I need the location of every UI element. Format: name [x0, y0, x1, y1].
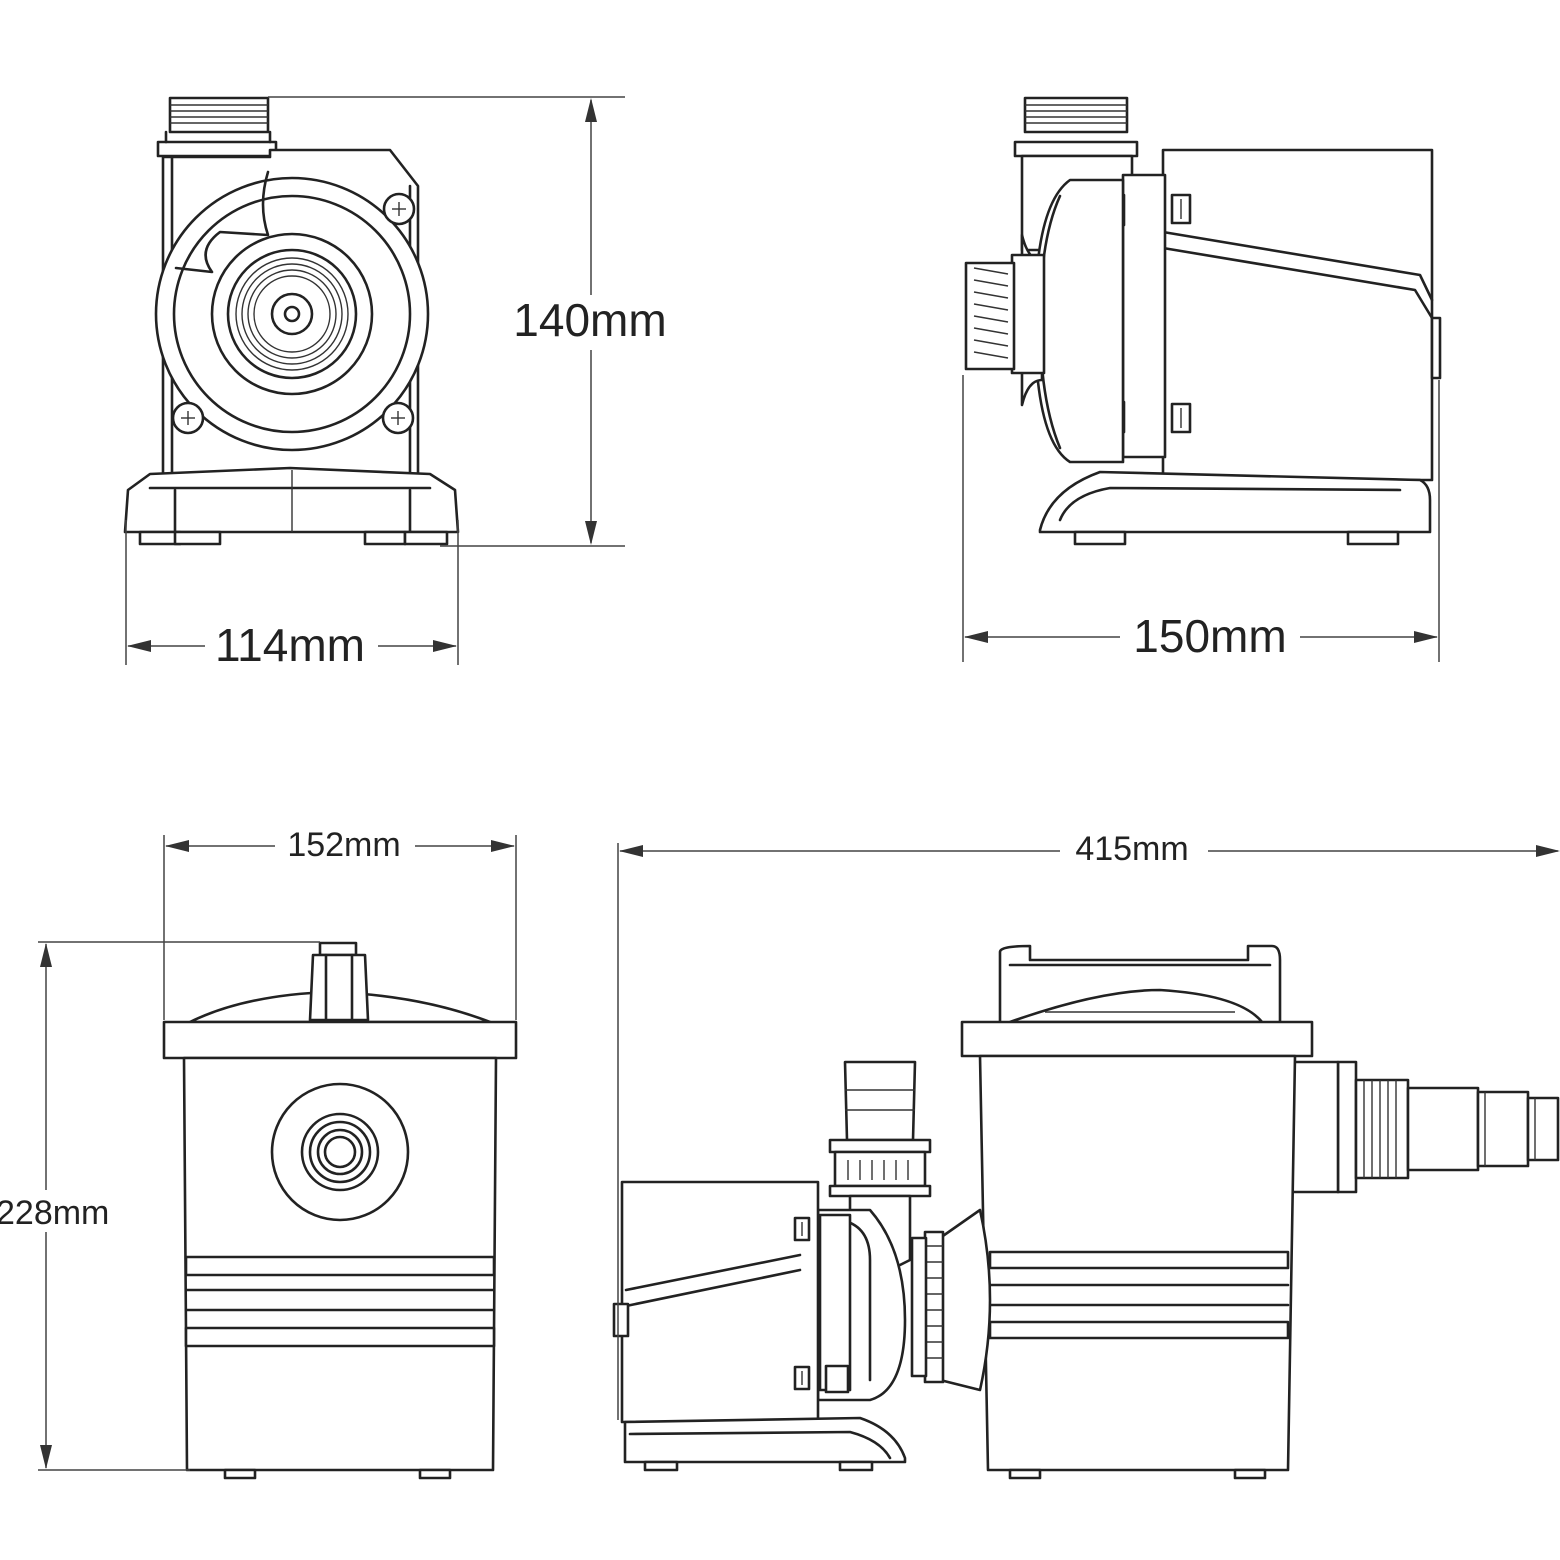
front-width-label: 114mm — [215, 619, 365, 671]
screw-icon — [171, 401, 205, 435]
side-length-label: 150mm — [1133, 610, 1286, 662]
screw-icon — [381, 401, 415, 435]
pump-side-view — [964, 96, 1442, 546]
assembly-side-view — [612, 944, 1560, 1480]
screw-icon — [382, 192, 416, 226]
hose-barb-fitting — [1336, 1060, 1560, 1194]
front-width-dimension: 114mm — [125, 520, 459, 671]
filter-height-dimension: 228mm — [0, 941, 320, 1471]
filter-width-label: 152mm — [287, 826, 400, 864]
filter-width-dimension: 152mm — [163, 826, 517, 1020]
assembly-length-dimension: 415mm — [617, 830, 1560, 1420]
side-length-dimension: 150mm — [962, 375, 1440, 662]
filter-height-label: 228mm — [0, 1194, 109, 1232]
pump-front-view — [123, 96, 460, 546]
front-height-label: 140mm — [513, 294, 666, 346]
assembly-length-label: 415mm — [1075, 830, 1188, 868]
front-height-dimension: 140mm — [268, 96, 667, 547]
filter-front-view — [162, 941, 518, 1480]
